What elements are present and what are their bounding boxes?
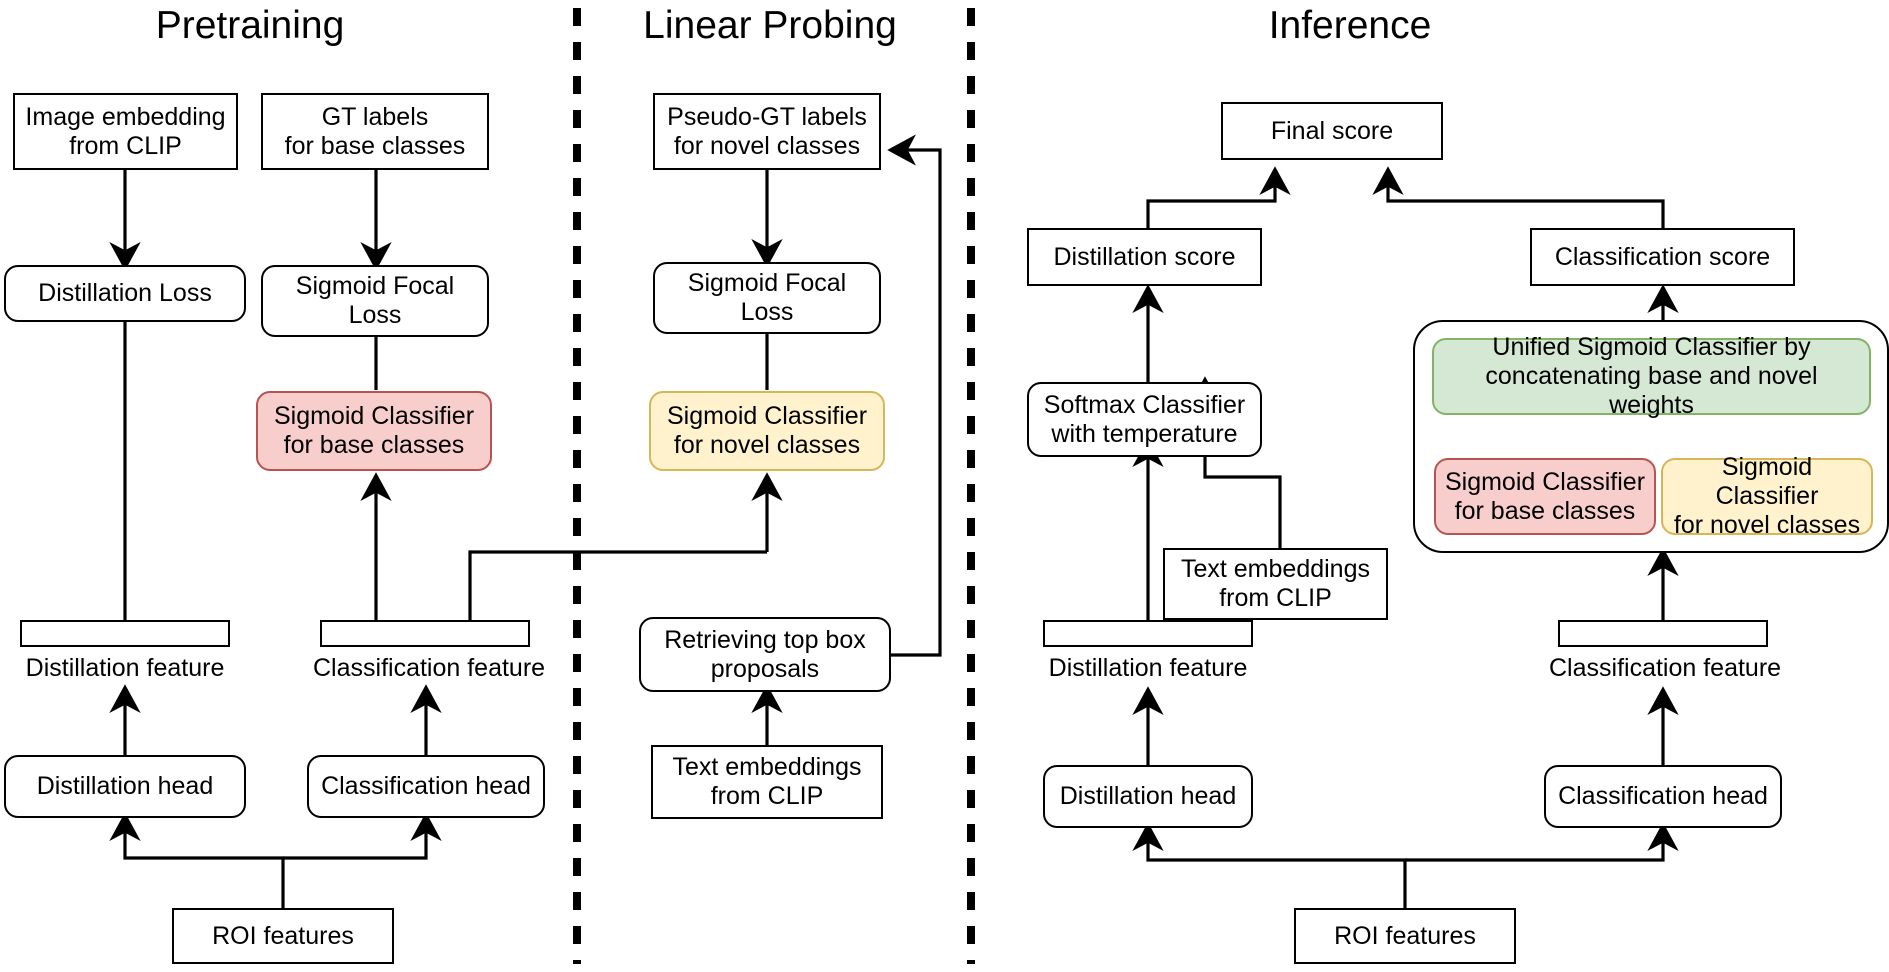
node-roi-features-inference[interactable]: ROI features <box>1294 908 1516 964</box>
node-classification-head-pretraining[interactable]: Classification head <box>307 755 545 818</box>
bar-distillation-feature-pretraining <box>20 620 230 647</box>
node-roi-features-pretraining[interactable]: ROI features <box>172 908 394 964</box>
node-classification-score[interactable]: Classification score <box>1530 228 1795 286</box>
caption-classification-feature-pretraining: Classification feature <box>313 654 546 682</box>
section-title-inference: Inference <box>1268 4 1432 47</box>
bar-distillation-feature-inference <box>1043 620 1253 647</box>
section-title-linear-probing: Linear Probing <box>643 4 897 47</box>
caption-distillation-feature-pretraining: Distillation feature <box>25 654 225 682</box>
caption-distillation-feature-inference: Distillation feature <box>1048 654 1248 682</box>
node-distillation-head-inference[interactable]: Distillation head <box>1043 765 1253 828</box>
bar-classification-feature-inference <box>1558 620 1768 647</box>
caption-classification-feature-inference: Classification feature <box>1549 654 1782 682</box>
node-distillation-score[interactable]: Distillation score <box>1027 228 1262 286</box>
section-title-pretraining: Pretraining <box>155 4 345 47</box>
node-distillation-head-pretraining[interactable]: Distillation head <box>4 755 246 818</box>
node-final-score[interactable]: Final score <box>1221 102 1443 160</box>
node-classification-head-inference[interactable]: Classification head <box>1544 765 1782 828</box>
node-distillation-loss[interactable]: Distillation Loss <box>4 265 246 322</box>
bar-classification-feature-pretraining <box>320 620 530 647</box>
